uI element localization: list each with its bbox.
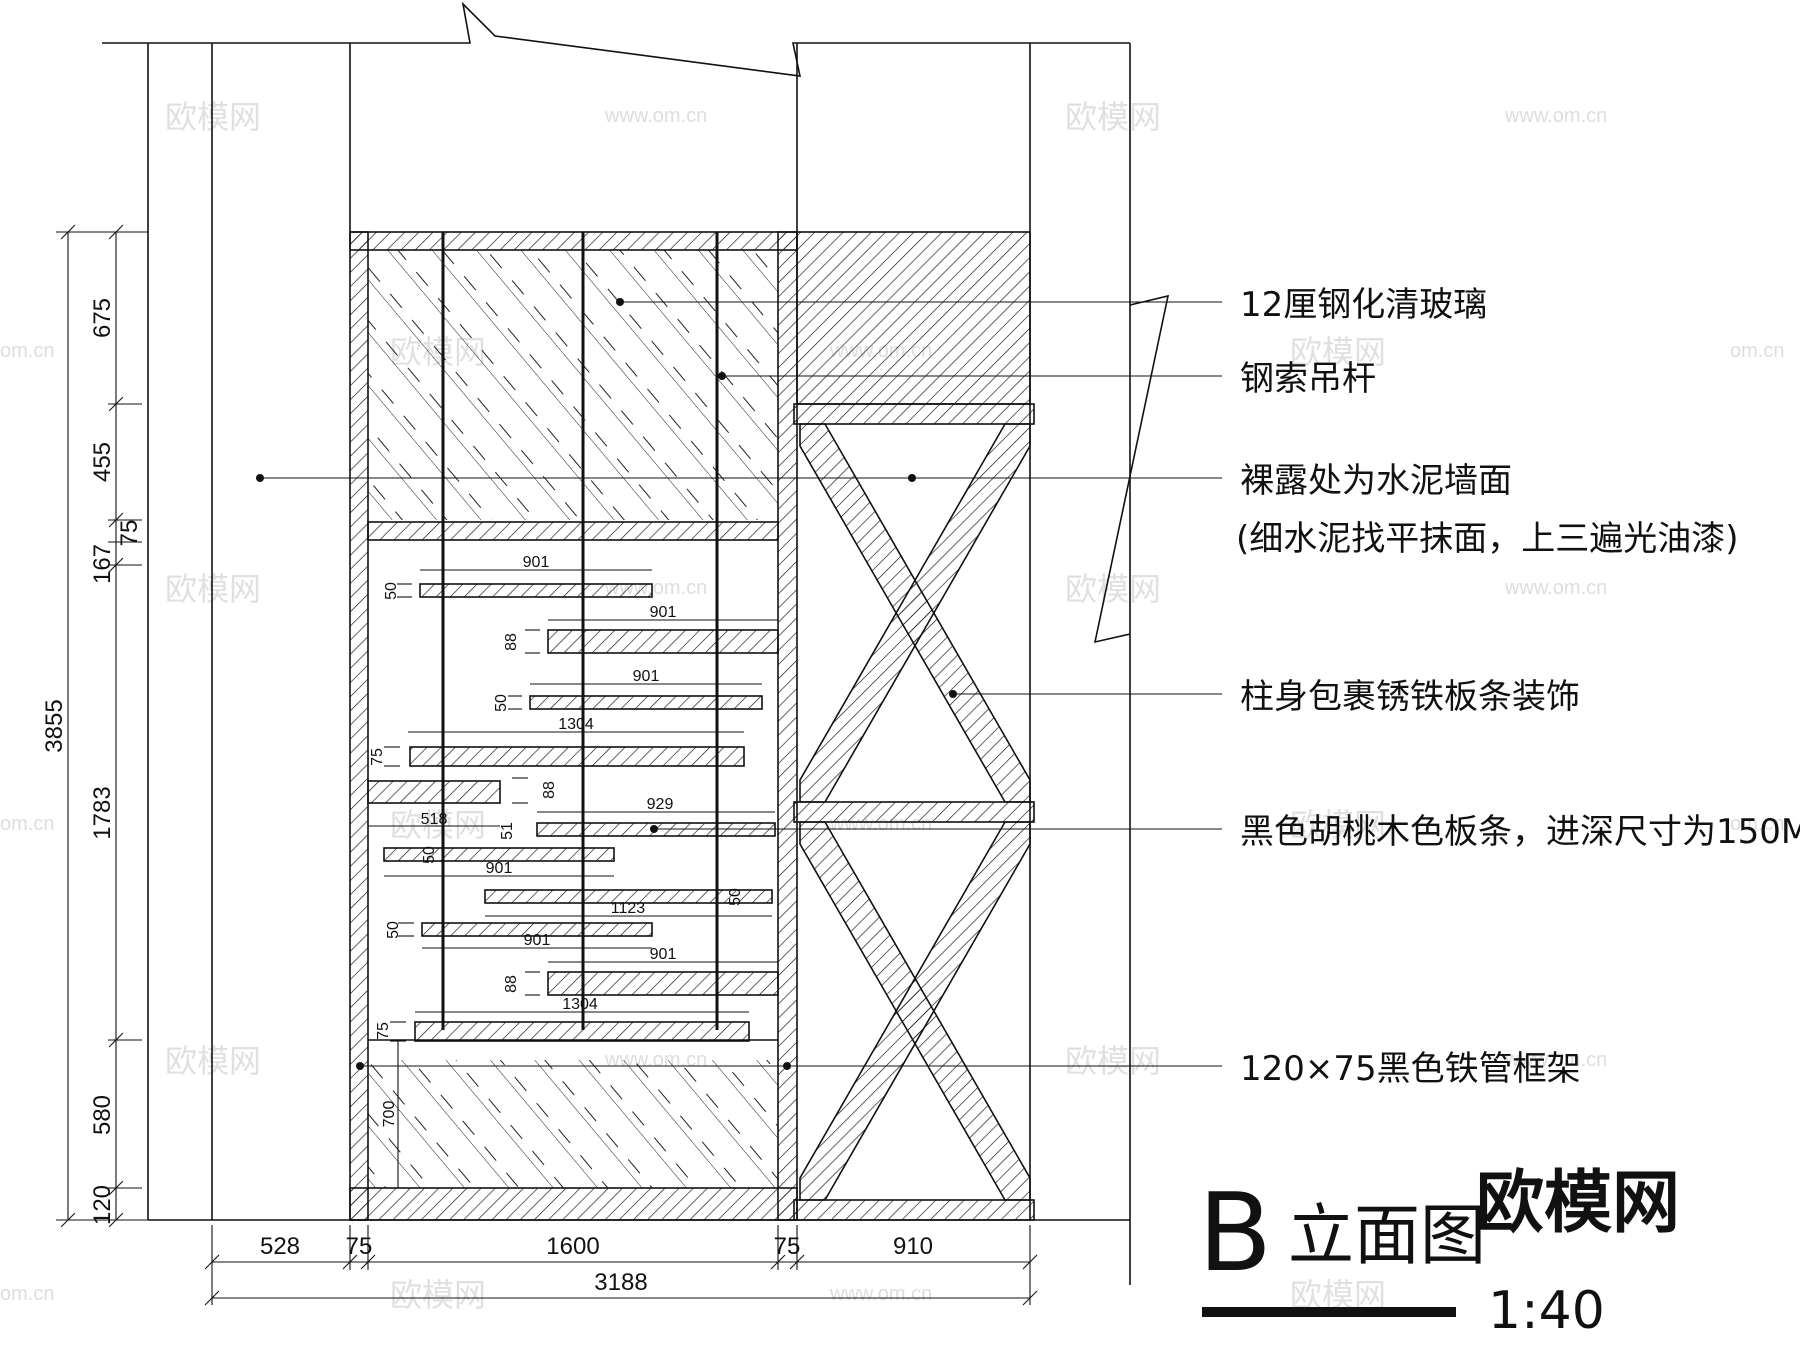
watermark-brand: 欧模网 — [1065, 1042, 1161, 1080]
shelf-dim: 1123 — [611, 900, 646, 917]
dim-75-left: 75 — [346, 1233, 373, 1260]
dim-675: 675 — [89, 298, 116, 338]
title-letter: B — [1198, 1171, 1272, 1296]
shelf-dim: 901 — [650, 946, 677, 963]
shelf-dim: 1304 — [562, 996, 598, 1013]
shelf-dim: 700 — [381, 1101, 398, 1128]
dim-580: 580 — [89, 1095, 116, 1135]
dim-total-height: 3855 — [41, 699, 68, 752]
watermark-url: www.om.cn — [1504, 105, 1607, 127]
watermark-url: om.cn — [0, 813, 54, 835]
shelf-dim: 929 — [647, 796, 674, 813]
dim-1600: 1600 — [546, 1233, 599, 1260]
annotation-iron-frame: 120×75黑色铁管框架 — [1240, 1049, 1581, 1089]
dimensions-left: 3855 675 455 167 75 1783 580 120 — [41, 224, 148, 1228]
annotation-glass: 12厘钢化清玻璃 — [1240, 285, 1487, 325]
watermark-brand: 欧模网 — [165, 570, 261, 608]
dim-75: 75 — [116, 520, 143, 547]
title-underline — [1202, 1307, 1456, 1317]
dim-120: 120 — [89, 1185, 116, 1225]
watermark-url: om.cn — [1730, 340, 1784, 362]
annotation-cement-wall: 裸露处为水泥墙面 — [1240, 461, 1512, 501]
shelf-dim: 901 — [633, 668, 660, 685]
shelf-dim: 901 — [524, 932, 551, 949]
title-scale: 1:40 — [1488, 1281, 1605, 1341]
shelf-dim: 88 — [541, 781, 558, 799]
iron-frame — [349, 231, 798, 1221]
watermark-brand: 欧模网 — [390, 1276, 486, 1314]
shelf-dim: 88 — [503, 633, 520, 651]
watermark-brand: 欧模网 — [1065, 98, 1161, 136]
dim-910: 910 — [893, 1233, 933, 1260]
watermark-url: www.om.cn — [1504, 1049, 1607, 1071]
site-logo: 欧模网 — [1476, 1164, 1680, 1243]
watermark-url: www.om.cn — [829, 1283, 932, 1305]
shelf-dim: 50 — [727, 888, 744, 906]
annotation-column-rust-iron: 柱身包裹锈铁板条装饰 — [1240, 677, 1580, 717]
dim-167: 167 — [89, 544, 116, 584]
shelf-dim: 50 — [421, 846, 438, 864]
watermark-url: www.om.cn — [604, 105, 707, 127]
shelf-dim: 51 — [499, 822, 516, 840]
watermark-url: om.cn — [1730, 813, 1784, 835]
dim-total-width: 3188 — [594, 1269, 647, 1296]
watermark-url: www.om.cn — [1504, 577, 1607, 599]
watermark-url: om.cn — [0, 340, 54, 362]
column-bracing — [793, 231, 1035, 1221]
annotation-walnut-slats: 黑色胡桃木色板条，进深尺寸为150MM — [1240, 812, 1800, 852]
annotation-steel-cable: 钢索吊杆 — [1240, 359, 1376, 399]
watermark-brand: 欧模网 — [165, 1042, 261, 1080]
watermark-brand: 欧模网 — [390, 806, 486, 844]
shelf-dim: 901 — [486, 860, 513, 877]
dim-75-right: 75 — [774, 1233, 801, 1260]
title-block: B 立面图 1:40 欧模网 — [1198, 1164, 1680, 1341]
watermark-brand: 欧模网 — [1290, 806, 1386, 844]
watermark-url: om.cn — [0, 1283, 54, 1305]
dim-1783: 1783 — [89, 786, 116, 839]
shelf-dim: 50 — [493, 694, 510, 712]
shelves — [367, 583, 779, 1042]
watermark-brand: 欧模网 — [165, 98, 261, 136]
shelf-dim: 88 — [503, 975, 520, 993]
shelf-dim: 50 — [385, 921, 402, 939]
wall-lines — [102, 1, 1170, 1285]
annotation-cement-wall-detail: (细水泥找平抹面，上三遍光油漆) — [1236, 519, 1739, 559]
shelf-dim: 50 — [383, 582, 400, 600]
watermark-brand: 欧模网 — [1290, 333, 1386, 371]
title-name: 立面图 — [1288, 1197, 1486, 1274]
shelf-dimensions: 901 50 901 88 901 50 1304 75 88 929 51 5… — [368, 554, 778, 1188]
shelf-dim: 901 — [650, 604, 677, 621]
dimensions-bottom: 528 75 1600 75 910 3188 — [204, 1225, 1038, 1306]
shelf-dim: 75 — [369, 748, 386, 766]
annotations: 12厘钢化清玻璃 钢索吊杆 裸露处为水泥墙面 (细水泥找平抹面，上三遍光油漆) … — [256, 285, 1800, 1089]
dim-528: 528 — [260, 1233, 300, 1260]
shelf-dim: 518 — [421, 811, 448, 828]
dim-455: 455 — [89, 442, 116, 482]
shelf-dim: 1304 — [558, 716, 594, 733]
shelf-dim: 75 — [375, 1022, 392, 1040]
watermark-brand: 欧模网 — [1065, 570, 1161, 608]
shelf-dim: 901 — [523, 554, 550, 571]
